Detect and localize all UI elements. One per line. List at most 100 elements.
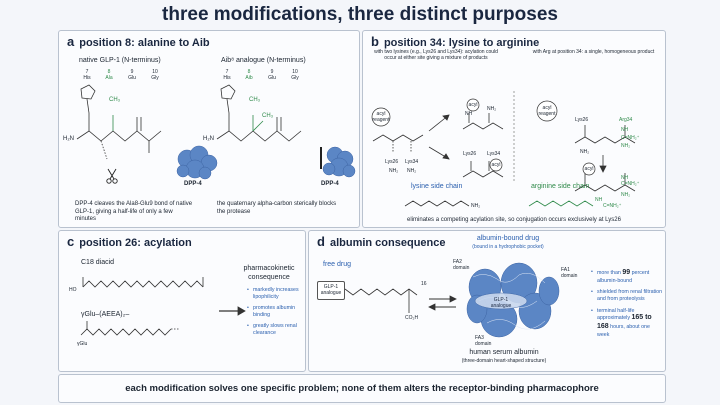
- dpp4-protein-native: [176, 145, 218, 180]
- footer-summary: each modification solves one specific pr…: [58, 374, 666, 403]
- fa3-domain-label: FA3 domain: [475, 335, 492, 348]
- glp1-analogue-box: GLP-1 analogue: [317, 281, 345, 300]
- linker-label: γGlu–(AEEA)₂–: [81, 311, 130, 318]
- lys34-label-product-b: Lys34: [487, 151, 501, 157]
- acyl-circle-product-b: [489, 158, 503, 172]
- native-glp1-label: native GLP-1 (N-terminus): [79, 57, 161, 64]
- albumin-bullet-1: more than 99 percent albumin-bound: [591, 269, 663, 284]
- lysine-side-chain-label: lysine side chain: [411, 183, 463, 190]
- albumin-bullet-2: shielded from renal filtration and from …: [591, 289, 663, 302]
- dpp4-label-analogue: DPP-4: [321, 181, 339, 187]
- product-b-chain: [462, 170, 504, 178]
- pk-bullet-3: greatly slows renal clearance: [247, 323, 305, 336]
- hydrophobic-pocket: [474, 292, 528, 310]
- panel-c-structures: [80, 277, 246, 336]
- co2h-label: CO₂H: [405, 315, 419, 321]
- nh2-product-a: NH₂: [487, 106, 497, 112]
- fa1-domain-label: FA1 domain: [561, 267, 578, 280]
- panel-b-title: position 34: lysine to arginine: [383, 37, 540, 49]
- panel-c-heading: c position 26: acylation: [67, 234, 192, 249]
- nh-arg-top: NH: [621, 127, 629, 133]
- peptide-two-lys: [372, 134, 424, 142]
- dpp4-protein-analogue: [322, 146, 356, 178]
- pk-bullet-1: markedly increases lipophilicity: [247, 287, 305, 300]
- pk-consequence-title: pharmacokinetic consequence: [243, 265, 295, 281]
- cnh2-arg-bottom: C=NH₂⁺: [621, 181, 640, 187]
- native-h2n: H₂N: [63, 136, 74, 142]
- nh-product-a: NH: [465, 111, 473, 117]
- acyl-tag-final: acyl: [584, 166, 594, 172]
- acyl-reagent-left: acyl reagent: [372, 111, 390, 124]
- panel-d-title: albumin consequence: [329, 237, 446, 249]
- hsa-label: human serum albumin: [469, 349, 539, 356]
- arginine-side-chain-structure: [528, 200, 594, 207]
- nh-arg-bottom: NH: [621, 175, 629, 181]
- sub-16: 16: [421, 281, 427, 287]
- panel-c-title: position 26: acylation: [79, 237, 192, 249]
- panel-d-heading: d albumin consequence: [317, 234, 445, 249]
- panel-a-structures: [76, 84, 356, 184]
- glp1-in-pocket: GLP-1 analogue: [490, 297, 512, 310]
- acyl-circle-final: [582, 162, 596, 176]
- pk-bullet-2: promotes albumin binding: [247, 305, 305, 318]
- lys34-label-left: Lys34: [405, 159, 419, 165]
- albumin-bullet-list: more than 99 percent albumin-bound shiel…: [589, 269, 663, 343]
- c18-diacid-label: C18 diacid: [81, 259, 115, 266]
- analogue-ch3-b: CH₃: [262, 113, 274, 119]
- ho-left: HO: [69, 287, 77, 293]
- free-drug-chain: [344, 288, 418, 296]
- hsa-sublabel: (three-domain heart-shaped structure): [461, 358, 547, 364]
- figure-title: three modifications, three distinct purp…: [162, 4, 558, 25]
- free-drug-label: free drug: [323, 261, 352, 268]
- panel-b-footer: eliminates a competing acylation site, s…: [407, 217, 621, 223]
- acyl-reagent-circle-left: [371, 107, 391, 127]
- analogue-imidazole-ring: [220, 84, 236, 100]
- analogue-backbone: [216, 130, 302, 142]
- lys26-label-product-b: Lys26: [463, 151, 477, 157]
- albumin-bullet-3: terminal half-life approximately 165 to …: [591, 308, 663, 339]
- panel-c-letter: c: [67, 234, 75, 249]
- albumin-bound-drug-sub: (bound in a hydrophobic pocket): [472, 244, 544, 250]
- nh2-arg-bottom: NH₂: [621, 192, 631, 198]
- lysine-nh2: NH₂: [471, 203, 481, 209]
- fa2-domain-label: FA2 domain: [453, 259, 470, 272]
- panel-b-letter: b: [371, 34, 379, 49]
- acyl-tag-b: acyl: [491, 162, 501, 168]
- gamma-glu-label: γGlu: [77, 341, 88, 347]
- analogue-caption: the quaternary alpha-carbon sterically b…: [217, 201, 337, 215]
- native-ch3: CH₃: [109, 97, 121, 103]
- pk-bullet-list: markedly increases lipophilicity promote…: [245, 287, 305, 342]
- panel-c: c position 26: acylation C18 diacid HO γG…: [58, 230, 306, 372]
- arg34-note: with Arg at position 34: a single, homog…: [532, 49, 655, 55]
- panel-d-letter: d: [317, 234, 325, 249]
- product-a-chain: [462, 122, 504, 130]
- native-caption: DPP-4 cleaves the Ala8-Glu9 bond of nati…: [75, 201, 193, 222]
- analogue-ch3-a: CH₃: [249, 97, 261, 103]
- nh2-arg-top: NH₂: [621, 143, 631, 149]
- acyl-tag-a: acyl: [468, 102, 478, 108]
- arginine-side-chain-label: arginine side chain: [531, 183, 590, 190]
- acyl-reagent-right: acyl reagent: [538, 105, 556, 118]
- arginine-nh: NH: [595, 197, 603, 203]
- cnh2-arg-top: C=NH₂⁺: [621, 135, 640, 141]
- arg34-label-top: Arg34: [619, 117, 633, 123]
- scissors-icon: [106, 168, 118, 184]
- panel-a-letter: a: [67, 34, 75, 49]
- panel-b-heading: b position 34: lysine to arginine: [371, 34, 539, 49]
- nh2-lys26-right: NH₂: [580, 149, 590, 155]
- panel-d: d albumin consequence free drug GLP-1 ana…: [308, 230, 666, 372]
- nh2-lys34-left: NH₂: [407, 168, 417, 174]
- lys26-label-right: Lys26: [575, 117, 589, 123]
- arginine-cnh2: C=NH₂⁺: [603, 203, 622, 209]
